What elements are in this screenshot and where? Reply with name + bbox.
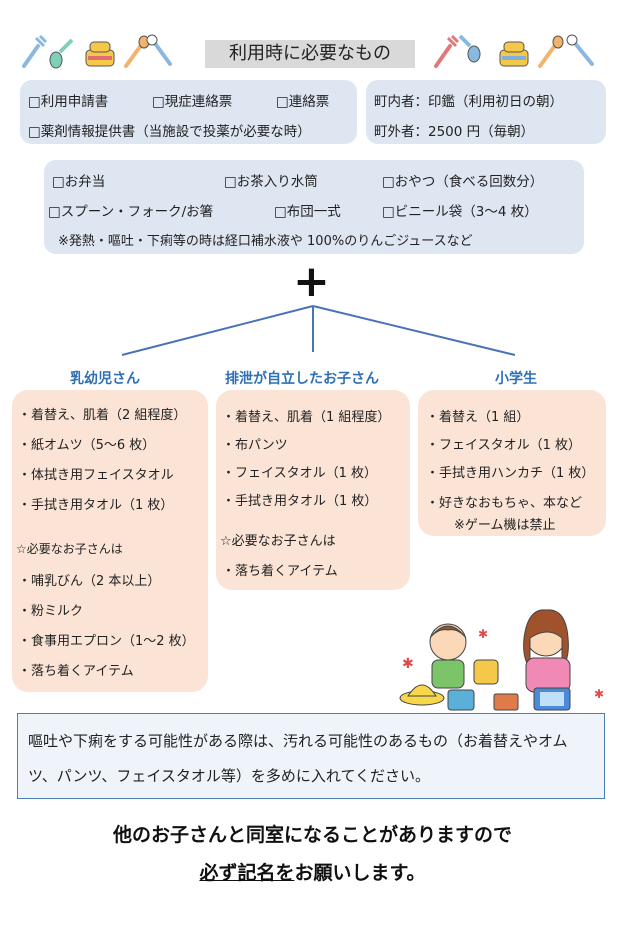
- category-label-elementary: 小学生: [495, 371, 537, 387]
- list-item: ・手拭き用ハンカチ（1 枚）: [426, 466, 595, 481]
- list-item: ・紙オムツ（5～6 枚）: [18, 438, 156, 453]
- list-item: ・手拭き用タオル（1 枚）: [18, 498, 174, 513]
- list-item: ・食事用エプロン（1～2 枚）: [18, 634, 195, 649]
- list-item: ・哺乳びん（2 本以上）: [18, 574, 161, 589]
- notice-text: 嘔吐や下痢をする可能性がある際は、汚れる可能性のあるもの（お着替えやオムツ、パン…: [28, 732, 568, 785]
- svg-text:✱: ✱: [402, 656, 414, 672]
- fee-nonresident: 町外者：2500 円（毎朝）: [374, 124, 535, 140]
- doc-contact-form: □連絡票: [276, 94, 330, 110]
- page-title: 利用時に必要なもの: [205, 40, 415, 68]
- item-cutlery: □スプーン・フォーク/お箸: [48, 204, 214, 220]
- category-label-infant: 乳幼児さん: [70, 371, 140, 387]
- list-item: ・フェイスタオル（1 枚）: [222, 466, 378, 481]
- item-plastic-bags: □ビニール袋（3～4 枚）: [382, 204, 538, 220]
- footer-line-1: 他のお子さんと同室になることがありますので: [112, 824, 512, 846]
- list-item: ・着替え（1 組）: [426, 410, 530, 425]
- fee-resident: 町内者：印鑑（利用初日の朝）: [374, 94, 563, 110]
- doc-medication-info: □薬剤情報提供書（当施設で投薬が必要な時）: [28, 124, 311, 140]
- fees-box: 町内者：印鑑（利用初日の朝） 町外者：2500 円（毎朝）: [366, 80, 606, 144]
- toilet-trained-list-box: ・着替え、肌着（1 組程度） ・布パンツ ・フェイスタオル（1 枚） ・手拭き用…: [216, 390, 410, 590]
- footer-emphasis: 必ず記名を: [199, 862, 295, 884]
- doc-condition-report: □現症連絡票: [152, 94, 233, 110]
- footer-line-2: 必ず記名をお願いします。: [0, 858, 625, 885]
- utensils-decoration-icon: [22, 34, 172, 69]
- belongings-note: ※発熱・嘔吐・下痢等の時は経口補水液や 100%のりんごジュースなど: [58, 234, 473, 249]
- list-item: ・体拭き用フェイスタオル: [18, 468, 174, 483]
- item-futon: □布団一式: [274, 204, 341, 220]
- doc-application-form: □利用申請書: [28, 94, 109, 110]
- elementary-list-box: ・着替え（1 組） ・フェイスタオル（1 枚） ・手拭き用ハンカチ（1 枚） ・…: [418, 390, 606, 536]
- list-item: ・粉ミルク: [18, 604, 84, 619]
- list-item: ・フェイスタオル（1 枚）: [426, 438, 582, 453]
- notice-box: 嘔吐や下痢をする可能性がある際は、汚れる可能性のあるもの（お着替えやオムツ、パン…: [17, 713, 605, 799]
- list-item: ・落ち着くアイテム: [222, 564, 338, 579]
- footer-line-2-rest: お願いします。: [294, 862, 426, 884]
- svg-text:✱: ✱: [478, 627, 488, 641]
- documents-box: □利用申請書 □現症連絡票 □連絡票 □薬剤情報提供書（当施設で投薬が必要な時）: [20, 80, 357, 144]
- utensils-decoration-icon-right: [434, 34, 594, 68]
- list-item: ・手拭き用タオル（1 枚）: [222, 494, 378, 509]
- plus-sign: +: [293, 256, 330, 307]
- svg-text:✱: ✱: [594, 687, 604, 701]
- list-item: ・落ち着くアイテム: [18, 664, 134, 679]
- belongings-box: □お弁当 □お茶入り水筒 □おやつ（食べる回数分） □スプーン・フォーク/お箸 …: [44, 160, 584, 254]
- list-item: ・着替え、肌着（2 組程度）: [18, 408, 187, 423]
- game-ban-note: ※ゲーム機は禁止: [454, 518, 556, 533]
- item-water-bottle: □お茶入り水筒: [224, 174, 318, 190]
- list-item: ・着替え、肌着（1 組程度）: [222, 410, 391, 425]
- needed-label: ☆必要なお子さんは: [16, 542, 123, 556]
- item-snack: □おやつ（食べる回数分）: [382, 174, 544, 190]
- item-bento: □お弁当: [52, 174, 106, 190]
- needed-label: ☆必要なお子さんは: [220, 534, 336, 549]
- category-label-toilet-trained: 排泄が自立したお子さん: [225, 371, 379, 387]
- children-illustration: ✱ ✱ ✱: [399, 609, 604, 711]
- infant-list-box: ・着替え、肌着（2 組程度） ・紙オムツ（5～6 枚） ・体拭き用フェイスタオル…: [12, 390, 208, 692]
- list-item: ・布パンツ: [222, 438, 288, 453]
- list-item: ・好きなおもちゃ、本など: [426, 496, 583, 511]
